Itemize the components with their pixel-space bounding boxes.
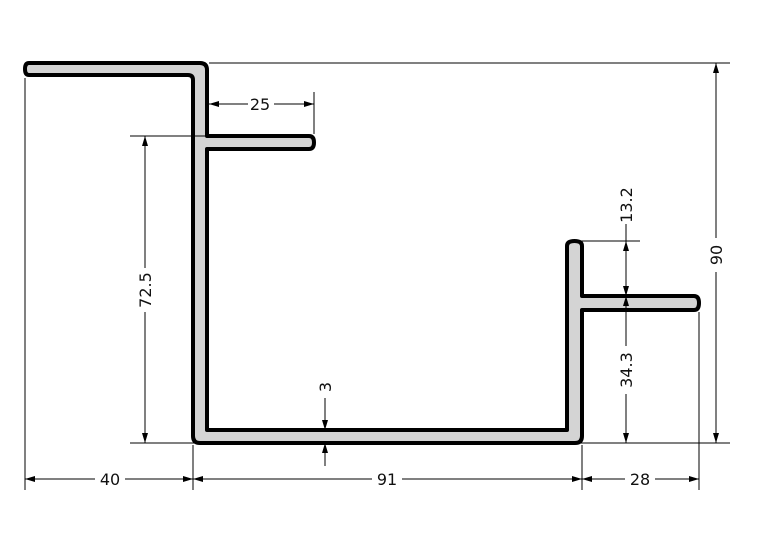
extension-lines <box>24 62 730 490</box>
dimension-28: 28 <box>582 470 699 489</box>
dimension-34-3: 34.3 <box>617 296 636 443</box>
dimension-13-2: 13.2 <box>617 187 636 296</box>
dim-label-72-5: 72.5 <box>136 272 155 308</box>
dimension-90: 90 <box>707 63 726 443</box>
dim-label-3: 3 <box>316 382 335 392</box>
dimension-91: 91 <box>193 470 582 489</box>
dim-label-28: 28 <box>630 470 650 489</box>
dim-label-34-3: 34.3 <box>617 352 636 388</box>
dimension-25: 25 <box>209 95 314 114</box>
dimension-40: 40 <box>25 470 193 489</box>
dim-label-90: 90 <box>707 245 726 265</box>
dim-label-91: 91 <box>377 470 397 489</box>
dim-label-25: 25 <box>250 95 270 114</box>
dimension-3: 3 <box>316 382 335 466</box>
dimension-72-5: 72.5 <box>136 136 155 443</box>
profile-shape <box>23 61 701 445</box>
dim-label-40: 40 <box>100 470 120 489</box>
dim-label-13-2: 13.2 <box>617 187 636 223</box>
